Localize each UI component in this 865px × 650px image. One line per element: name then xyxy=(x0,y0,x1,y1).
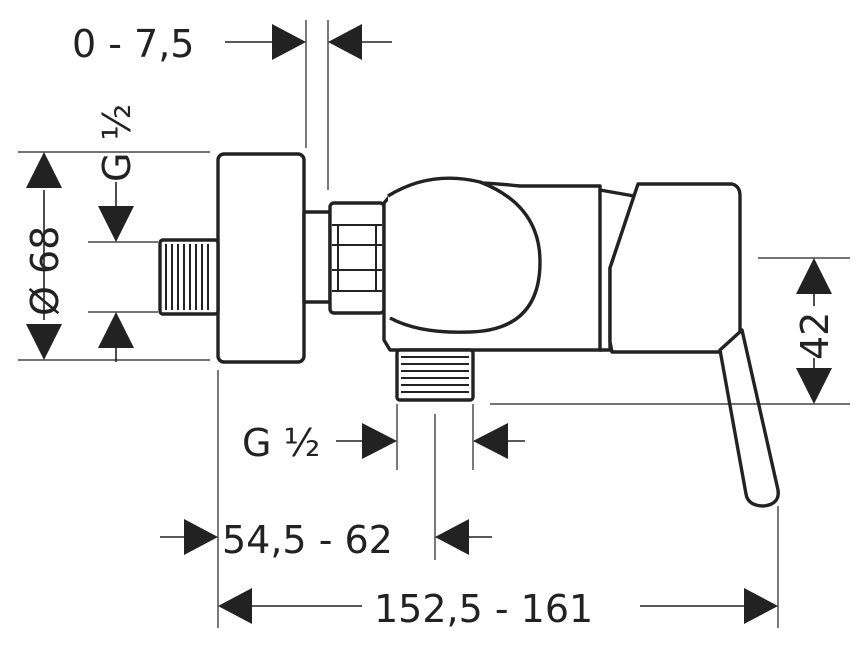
hex-nut xyxy=(330,203,384,313)
dimension-label-thread-bottom: G ½ xyxy=(242,421,320,465)
arrow-down-icon xyxy=(26,324,62,360)
arrow-right-icon xyxy=(744,588,778,624)
arrow-left-icon xyxy=(473,423,508,459)
inlet-thread xyxy=(160,240,218,314)
dimension-label-depth: 54,5 - 62 xyxy=(222,518,393,562)
arrow-up-icon xyxy=(98,312,134,348)
arrow-left-icon xyxy=(435,519,469,555)
wall-flange xyxy=(218,154,304,362)
dimension-thread-bottom: G ½ xyxy=(242,404,525,470)
arrow-left-icon xyxy=(328,24,362,60)
arrow-up-icon xyxy=(26,152,62,188)
dimension-label-offset: 0 - 7,5 xyxy=(72,22,194,66)
arrow-right-icon xyxy=(184,519,218,555)
arrow-right-icon xyxy=(272,24,306,60)
arrow-right-icon xyxy=(362,423,397,459)
outlet-thread xyxy=(397,350,473,400)
lever-handle xyxy=(720,330,778,506)
arrow-left-icon xyxy=(218,588,252,624)
dimension-thread-top: G ½ xyxy=(88,104,158,362)
dimension-label-diameter: Ø 68 xyxy=(23,226,67,316)
arrow-down-icon xyxy=(98,206,134,242)
dimension-label-overall: 152,5 - 161 xyxy=(374,587,593,631)
lever-head xyxy=(610,184,740,352)
dimension-label-height: 42 xyxy=(793,312,837,360)
neck xyxy=(304,212,330,302)
arrow-up-icon xyxy=(796,258,832,294)
arrow-down-icon xyxy=(796,368,832,404)
dimension-label-thread-top: G ½ xyxy=(95,104,139,182)
